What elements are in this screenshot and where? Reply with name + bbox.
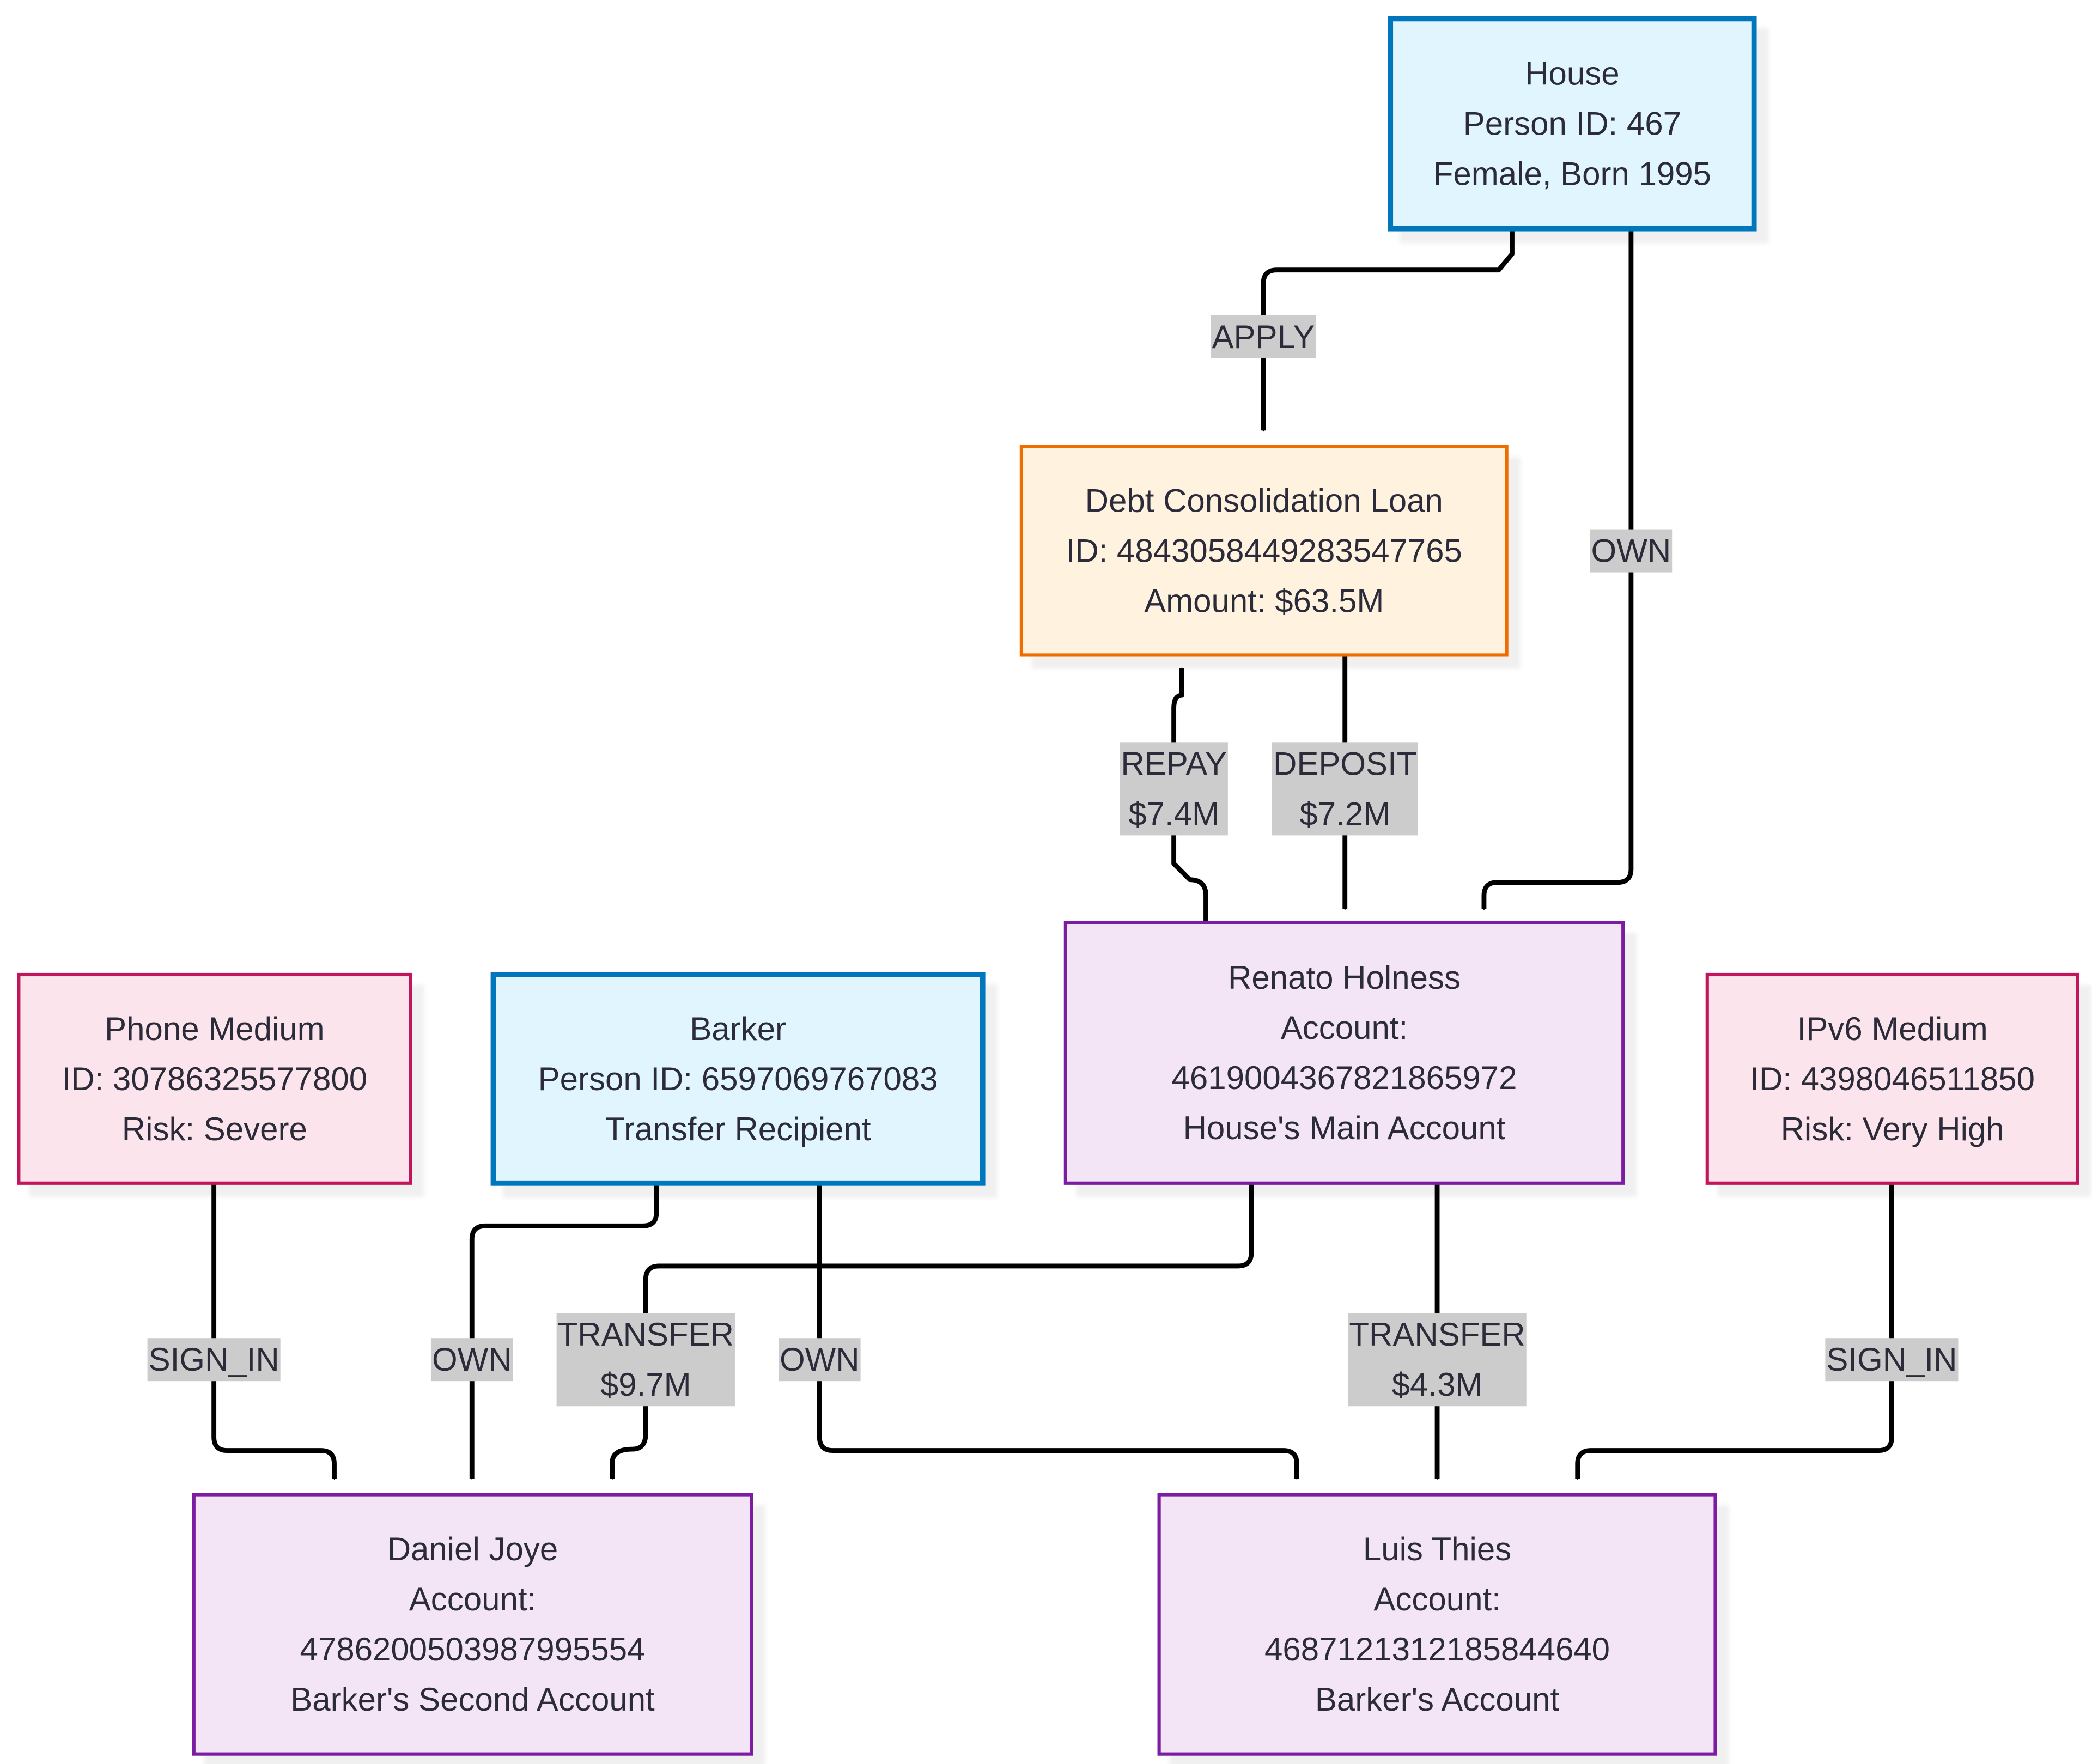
node-loan-box: [1019, 445, 1509, 657]
edge-label-background: [1120, 742, 1228, 836]
edge-label-barker-own-luis: OWN: [778, 1338, 861, 1382]
node-ipv6-line-1: IPv6 Medium: [1797, 1011, 1988, 1047]
edge-label-line-1: TRANSFER: [558, 1316, 734, 1353]
node-barker-line-3: Transfer Recipient: [605, 1111, 871, 1147]
node-phone-line-2: ID: 30786325577800: [62, 1061, 368, 1097]
node-phone-line-1: Phone Medium: [105, 1011, 325, 1047]
edge-ipv6-signin-luis: [1575, 1183, 1894, 1480]
node-renato-line-3: 4619004367821865972: [1171, 1060, 1517, 1096]
edge-label-line-1: SIGN_IN: [1826, 1341, 1957, 1378]
edge-label-background: [1590, 529, 1673, 573]
edge-label-line-1: TRANSFER: [1349, 1316, 1525, 1353]
edge-label-line-1: OWN: [1591, 533, 1671, 569]
node-luis-box: [1157, 1493, 1717, 1756]
edges-layer: [211, 228, 1894, 1480]
node-ipv6-line-3: Risk: Very High: [1781, 1111, 2004, 1147]
node-daniel-line-4: Barker's Second Account: [290, 1681, 655, 1718]
edge-label-line-1: DEPOSIT: [1273, 745, 1416, 782]
node-phone-line-3: Risk: Severe: [122, 1111, 307, 1147]
edge-label-background: [778, 1338, 861, 1382]
edge-label-line-2: $7.4M: [1128, 795, 1219, 832]
node-barker-box: [490, 972, 986, 1186]
edge-label-background: [1825, 1338, 1959, 1382]
node-loan-line-1: Debt Consolidation Loan: [1085, 483, 1443, 519]
node-renato-box: [1063, 921, 1625, 1185]
edge-label-house-own-renato: OWN: [1590, 529, 1673, 573]
edge-label-line-2: $7.2M: [1299, 795, 1390, 832]
edge-label-ipv6-signin-luis: SIGN_IN: [1825, 1338, 1959, 1382]
edge-label-line-2: $4.3M: [1392, 1366, 1483, 1403]
node-phone-box: [17, 972, 412, 1185]
node-loan-line-3: Amount: $63.5M: [1144, 583, 1384, 619]
edge-label-background: [1272, 742, 1418, 836]
node-luis-line-1: Luis Thies: [1363, 1531, 1511, 1567]
node-luis-line-3: 4687121312185844640: [1264, 1631, 1610, 1668]
edge-label-barker-own-daniel: OWN: [430, 1338, 513, 1382]
edge-house-own-renato: [1481, 228, 1634, 911]
node-luis-line-4: Barker's Account: [1315, 1681, 1560, 1718]
node-ipv6-box: [1705, 972, 2079, 1185]
node-renato-line-2: Account:: [1281, 1009, 1408, 1046]
node-luis-line-2: Account:: [1373, 1581, 1500, 1617]
edge-labels-layer: APPLY OWN REPAY $7.4M DEPOSIT $7.2M SIGN_IN OWN…: [147, 315, 1959, 1407]
edge-label-line-1: SIGN_IN: [149, 1341, 279, 1378]
edge-label-background: [556, 1313, 735, 1407]
node-loan-line-2: ID: 4843058449283547765: [1066, 533, 1462, 569]
edge-label-background: [147, 1338, 281, 1382]
node-barker-line-1: Barker: [690, 1011, 786, 1047]
node-house-line-1: House: [1525, 55, 1619, 92]
node-house-line-3: Female, Born 1995: [1433, 156, 1711, 192]
node-house-line-2: Person ID: 467: [1463, 105, 1681, 142]
edge-label-renato-repay-loan: REPAY $7.4M: [1120, 742, 1228, 836]
edge-label-line-1: OWN: [780, 1341, 860, 1378]
edge-label-line-1: OWN: [432, 1341, 512, 1378]
node-daniel-box: [192, 1493, 753, 1756]
edge-label-phone-signin-daniel: SIGN_IN: [147, 1338, 281, 1382]
edge-label-background: [430, 1338, 513, 1382]
edge-label-renato-transfer-luis: TRANSFER $4.3M: [1348, 1313, 1527, 1407]
node-renato-line-4: House's Main Account: [1183, 1110, 1506, 1146]
node-barker-line-2: Person ID: 6597069767083: [538, 1061, 938, 1097]
edge-label-background: [1348, 1313, 1527, 1407]
node-daniel-line-2: Account:: [409, 1581, 536, 1617]
edge-phone-signin-daniel: [211, 1183, 337, 1480]
node-daniel-line-1: Daniel Joye: [387, 1531, 558, 1567]
edge-label-line-2: $9.7M: [600, 1366, 691, 1403]
edge-renato-transfer-daniel: [610, 1183, 1254, 1480]
node-renato-line-1: Renato Holness: [1228, 959, 1461, 996]
node-daniel-line-3: 4786200503987995554: [300, 1631, 645, 1668]
edge-label-house-apply-loan: APPLY: [1211, 315, 1316, 358]
node-ipv6-line-2: ID: 4398046511850: [1750, 1061, 2035, 1097]
edge-renato-repay-loan: [1171, 667, 1208, 923]
edge-label-line-1: APPLY: [1212, 319, 1315, 355]
edge-label-line-1: REPAY: [1121, 745, 1227, 782]
edge-label-renato-transfer-daniel: TRANSFER $9.7M: [556, 1313, 735, 1407]
edge-label-background: [1211, 315, 1316, 358]
edge-barker-own-luis: [817, 1183, 1299, 1480]
node-house-box: [1388, 16, 1757, 232]
edge-label-loan-deposit-renato: DEPOSIT $7.2M: [1272, 742, 1418, 836]
edge-house-apply-loan: [1261, 228, 1515, 432]
edge-barker-own-daniel: [469, 1183, 659, 1480]
